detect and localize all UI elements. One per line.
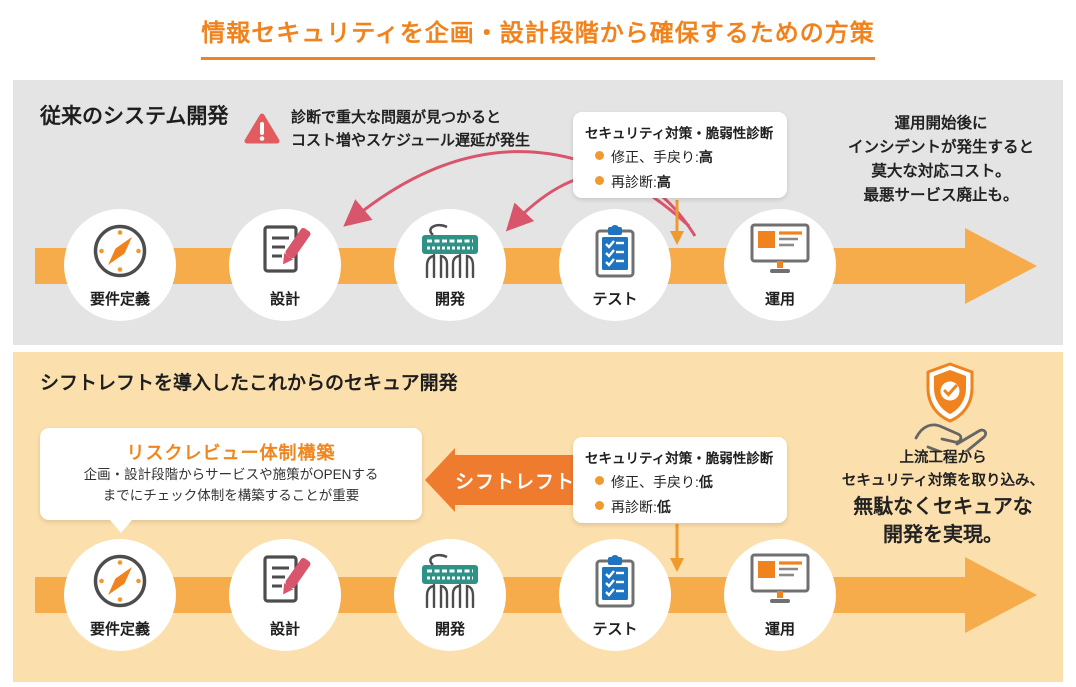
security-item: 修正、手戻り:低 xyxy=(595,472,779,492)
risk-review-line-1: 企画・設計段階からサービスや施策がOPENする xyxy=(83,467,379,482)
shift-left-label: シフトレフト xyxy=(455,455,575,505)
step-label: 運用 xyxy=(764,621,795,638)
shift-left-arrowhead-icon xyxy=(425,448,455,512)
note-line: 上流工程から xyxy=(899,450,987,466)
security-item-value: 低 xyxy=(656,499,671,515)
risk-review-box: リスクレビュー体制構築 企画・設計段階からサービスや施策がOPENする までにチ… xyxy=(40,428,422,533)
security-box-shift-left: セキュリティ対策・脆弱性診断 修正、手戻り:低 再診断:低 xyxy=(573,437,787,523)
warning-note: 診断で重大な問題が見つかると コスト増やスケジュール遅延が発生 xyxy=(243,107,530,152)
keyboard-hands-icon xyxy=(422,223,478,278)
step-development: 開発 xyxy=(394,539,506,651)
warning-triangle-icon xyxy=(244,113,280,144)
step-requirements: 要件定義 xyxy=(64,539,176,651)
clipboard-checklist-icon xyxy=(595,555,635,608)
traditional-heading: 従来のシステム開発 xyxy=(40,105,229,128)
clipboard-checklist-icon xyxy=(595,225,635,278)
security-item-value: 高 xyxy=(656,174,671,190)
note-line: 莫大な対応コスト。 xyxy=(871,163,1011,181)
security-item-value: 低 xyxy=(698,474,713,490)
step-development: 開発 xyxy=(394,209,506,321)
step-label: 設計 xyxy=(269,621,300,638)
bullet-dot-icon xyxy=(595,176,604,185)
step-label: 開発 xyxy=(434,621,465,638)
step-label: 開発 xyxy=(434,291,465,308)
shift-left-arrow: シフトレフト xyxy=(425,448,575,512)
step-label: 要件定義 xyxy=(89,621,150,638)
security-item-label: 修正、手戻り: xyxy=(611,149,699,165)
shift-left-panel: シフトレフトを導入したこれからのセキュア開発 リスクレビュー体制構築 企画・設計… xyxy=(13,352,1063,682)
note-line: 最悪サービス廃止も。 xyxy=(863,187,1019,205)
bullet-dot-icon xyxy=(595,476,604,485)
document-pencil-icon xyxy=(263,225,311,273)
step-operation: 運用 xyxy=(724,539,836,651)
security-item: 修正、手戻り:高 xyxy=(595,147,779,167)
step-label: 要件定義 xyxy=(89,291,150,308)
security-box-title: セキュリティ対策・脆弱性診断 xyxy=(585,126,774,141)
security-box-traditional: セキュリティ対策・脆弱性診断 修正、手戻り:高 再診断:高 xyxy=(573,112,787,198)
title-area: 情報セキュリティを企画・設計段階から確保するための方策 xyxy=(0,13,1076,60)
bullet-dot-icon xyxy=(595,501,604,510)
security-item-label: 修正、手戻り: xyxy=(611,474,699,490)
compass-icon xyxy=(93,554,147,608)
note-line: セキュリティ対策を取り込み、 xyxy=(841,473,1045,490)
step-test: テスト xyxy=(559,539,671,651)
step-label: 運用 xyxy=(764,291,795,308)
note-line: 運用開始後に xyxy=(894,115,988,132)
step-label: テスト xyxy=(592,291,638,308)
step-test: テスト xyxy=(559,209,671,321)
monitor-icon xyxy=(750,553,810,603)
operation-risk-note: 運用開始後に インシデントが発生すると 莫大な対応コスト。 最悪サービス廃止も。 xyxy=(825,112,1057,208)
traditional-development-panel: 従来のシステム開発 診断で重大な問題が見つかると コスト増やスケジュール遅延が発… xyxy=(13,80,1063,345)
step-design: 設計 xyxy=(229,209,341,321)
security-item-label: 再診断: xyxy=(611,174,657,190)
security-item: 再診断:高 xyxy=(595,172,779,192)
step-operation: 運用 xyxy=(724,209,836,321)
compass-icon xyxy=(93,224,147,278)
step-label: 設計 xyxy=(269,291,300,308)
step-label: テスト xyxy=(592,621,638,638)
warning-text: 診断で重大な問題が見つかると コスト増やスケジュール遅延が発生 xyxy=(291,107,530,152)
warning-line-2: コスト増やスケジュール遅延が発生 xyxy=(291,131,530,149)
bullet-dot-icon xyxy=(595,151,604,160)
security-item: 再診断:低 xyxy=(595,497,779,517)
security-box-title: セキュリティ対策・脆弱性診断 xyxy=(585,451,774,466)
risk-review-title: リスクレビュー体制構築 xyxy=(126,443,336,463)
step-requirements: 要件定義 xyxy=(64,209,176,321)
note-line: 無駄なくセキュアな xyxy=(853,496,1033,519)
page-title: 情報セキュリティを企画・設計段階から確保するための方策 xyxy=(201,13,875,60)
risk-review-line-2: までにチェック体制を構築することが重要 xyxy=(102,487,360,503)
security-item-label: 再診断: xyxy=(611,499,657,515)
keyboard-hands-icon xyxy=(422,553,478,608)
warning-line-1: 診断で重大な問題が見つかると xyxy=(291,109,502,126)
shift-left-heading: シフトレフトを導入したこれからのセキュア開発 xyxy=(40,373,458,394)
secure-development-note: 上流工程から セキュリティ対策を取り込み、 無駄なくセキュアな 開発を実現。 xyxy=(823,447,1063,549)
shield-check-hand-icon xyxy=(914,362,988,452)
note-line: インシデントが発生すると xyxy=(847,139,1034,157)
note-line: 開発を実現。 xyxy=(883,524,1003,547)
step-design: 設計 xyxy=(229,539,341,651)
speech-bubble-tail xyxy=(110,520,132,533)
document-pencil-icon xyxy=(263,555,311,603)
monitor-icon xyxy=(750,223,810,273)
security-item-value: 高 xyxy=(698,149,713,165)
